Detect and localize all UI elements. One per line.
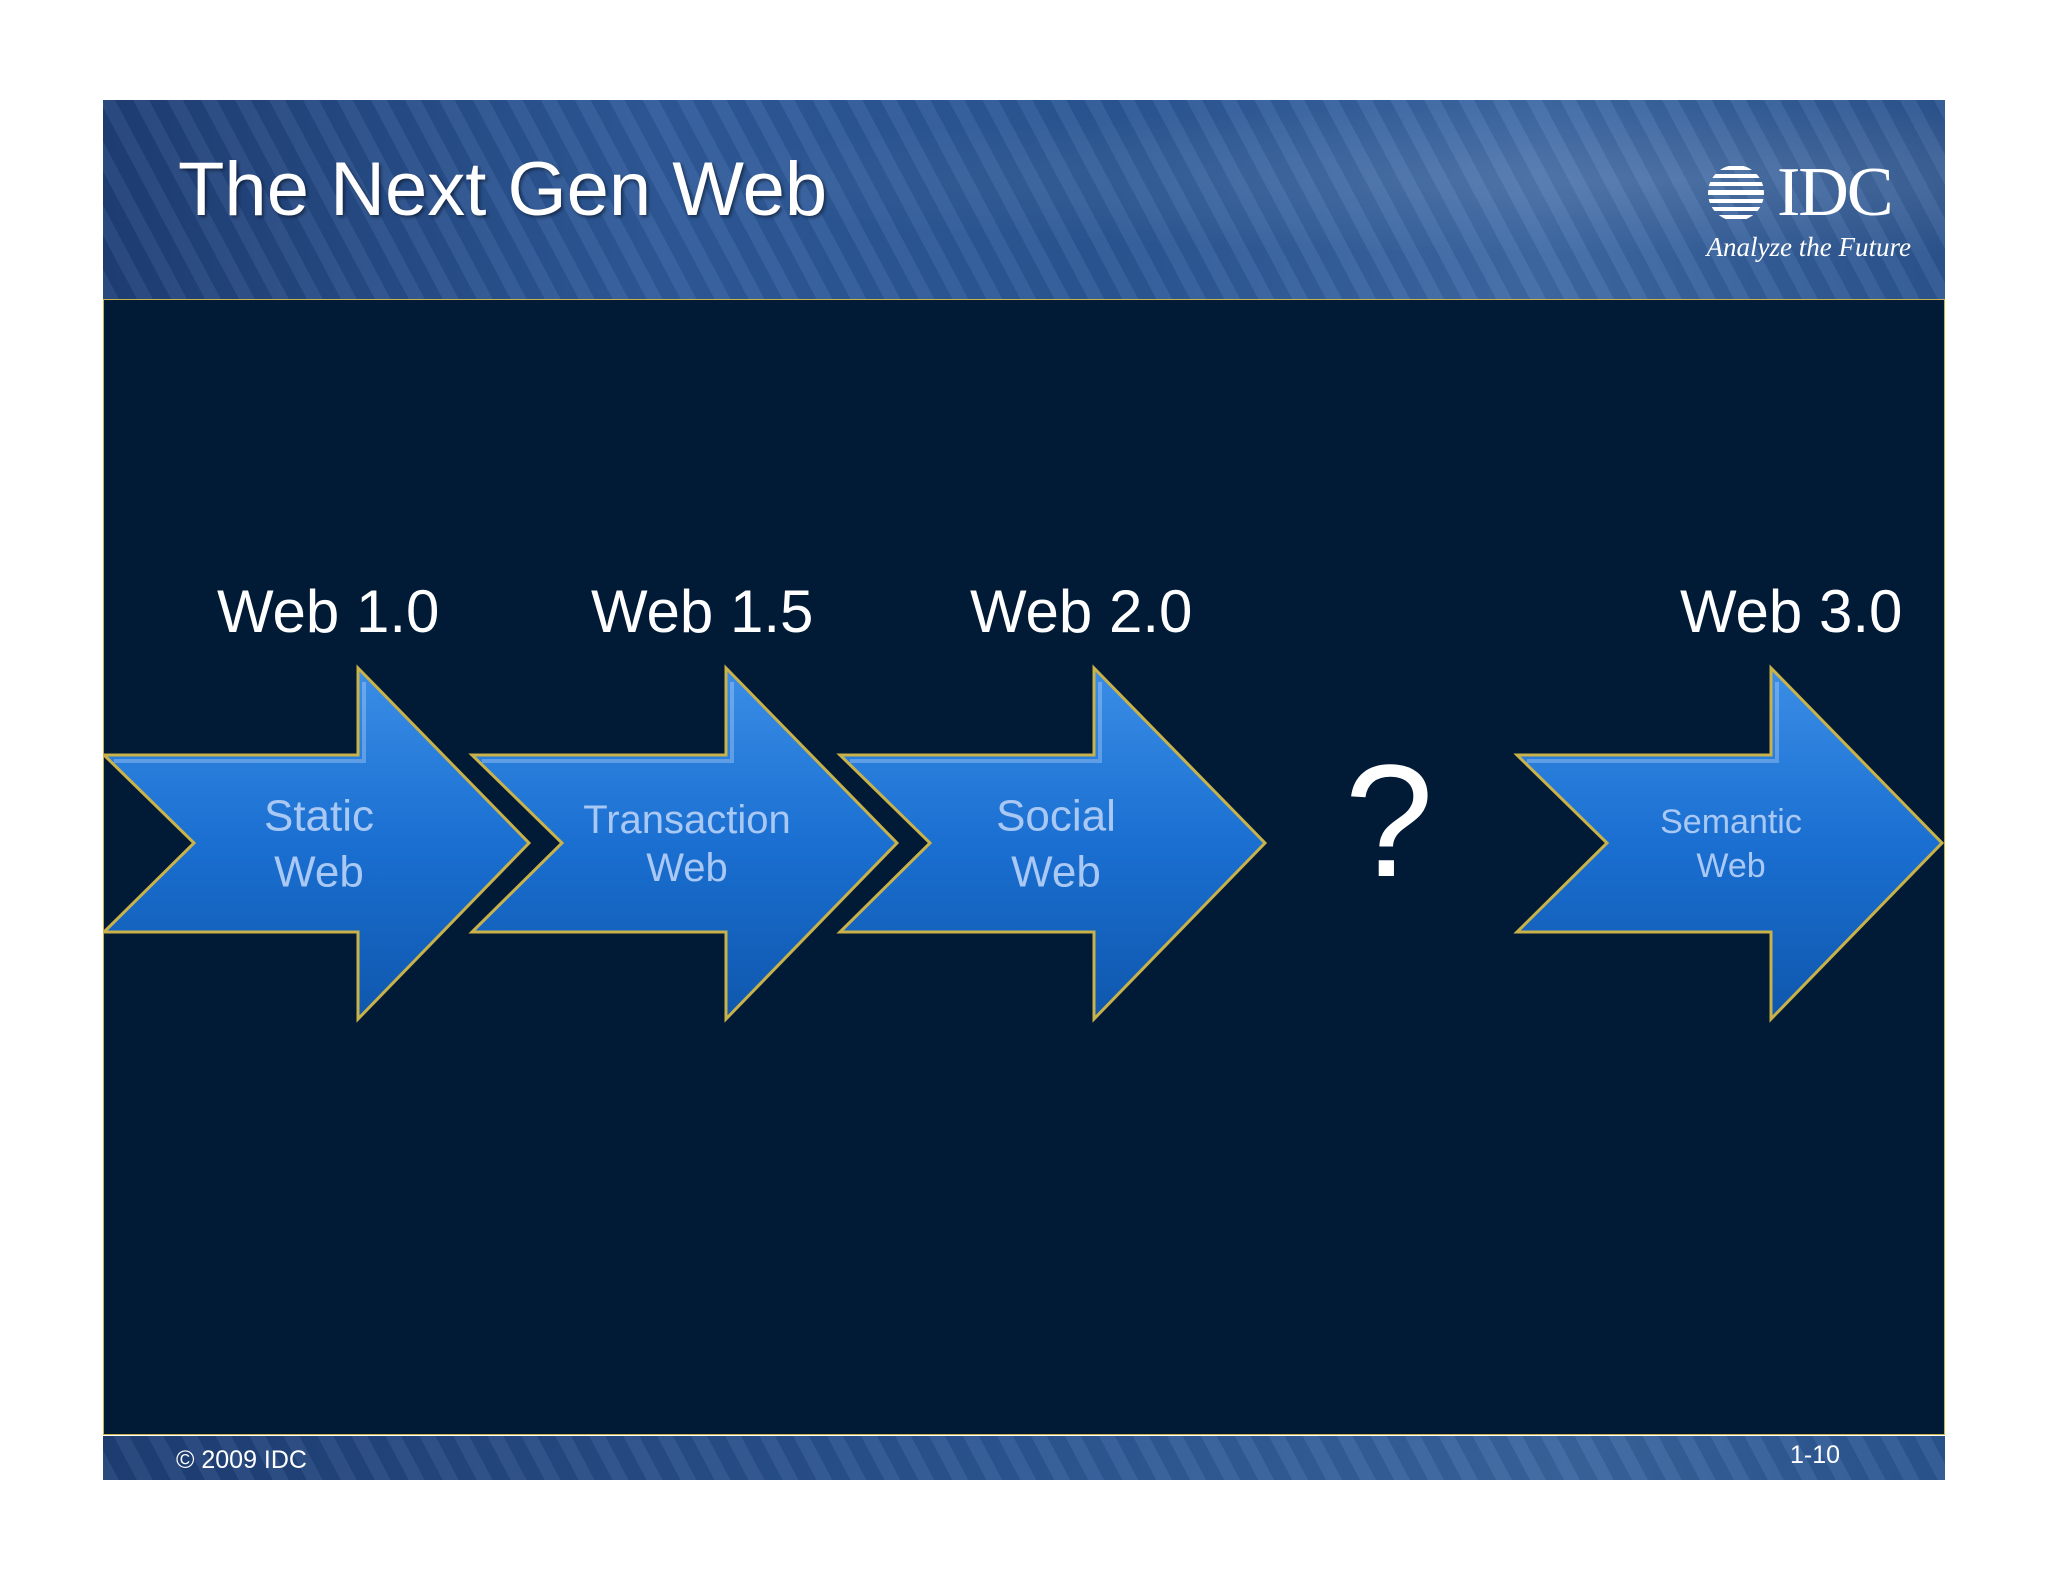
stage-name-line: Web — [1011, 847, 1101, 896]
arrow-highlight — [482, 682, 734, 763]
stage-version-label: Web 2.0 — [970, 578, 1192, 645]
globe-icon — [1708, 166, 1764, 219]
header-band: The Next Gen Web IDC Analyze the Future — [103, 100, 1945, 299]
gap-question-mark: ? — [1345, 731, 1434, 910]
logo-tagline: Analyze the Future — [1706, 232, 1911, 262]
stage-version-label: Web 3.0 — [1680, 578, 1902, 645]
stage-version-label: Web 1.5 — [591, 578, 813, 645]
stage-version-label: Web 1.0 — [217, 578, 439, 645]
stage-name-line: Semantic — [1660, 803, 1802, 841]
stage-arrow — [1513, 664, 1944, 1023]
stage-arrow — [836, 664, 1268, 1023]
stage-arrow — [104, 664, 532, 1023]
arrow-highlight — [1527, 682, 1779, 763]
stage-name-line: Web — [1696, 847, 1765, 885]
stage-name-line: Social — [996, 791, 1116, 840]
stage-name-line: Web — [274, 847, 364, 896]
stage-name-line: Transaction — [583, 798, 791, 842]
copyright-notice: © 2009 IDC — [176, 1446, 307, 1474]
footer-band: © 2009 IDC 1-10 — [103, 1436, 1945, 1480]
arrow-highlight — [114, 682, 366, 763]
idc-logo: IDC Analyze the Future — [1701, 158, 1911, 263]
slide: The Next Gen Web IDC Analyze the Future — [103, 100, 1945, 1480]
arrow-highlight — [850, 682, 1102, 763]
logo-wordmark: IDC — [1777, 154, 1894, 231]
slide-title: The Next Gen Web — [178, 147, 828, 232]
page-number: 1-10 — [1790, 1441, 1841, 1469]
stage-name-line: Static — [264, 791, 374, 840]
stage-name-line: Web — [646, 846, 728, 890]
stage-arrow — [468, 664, 900, 1023]
header-texture — [103, 100, 1945, 299]
